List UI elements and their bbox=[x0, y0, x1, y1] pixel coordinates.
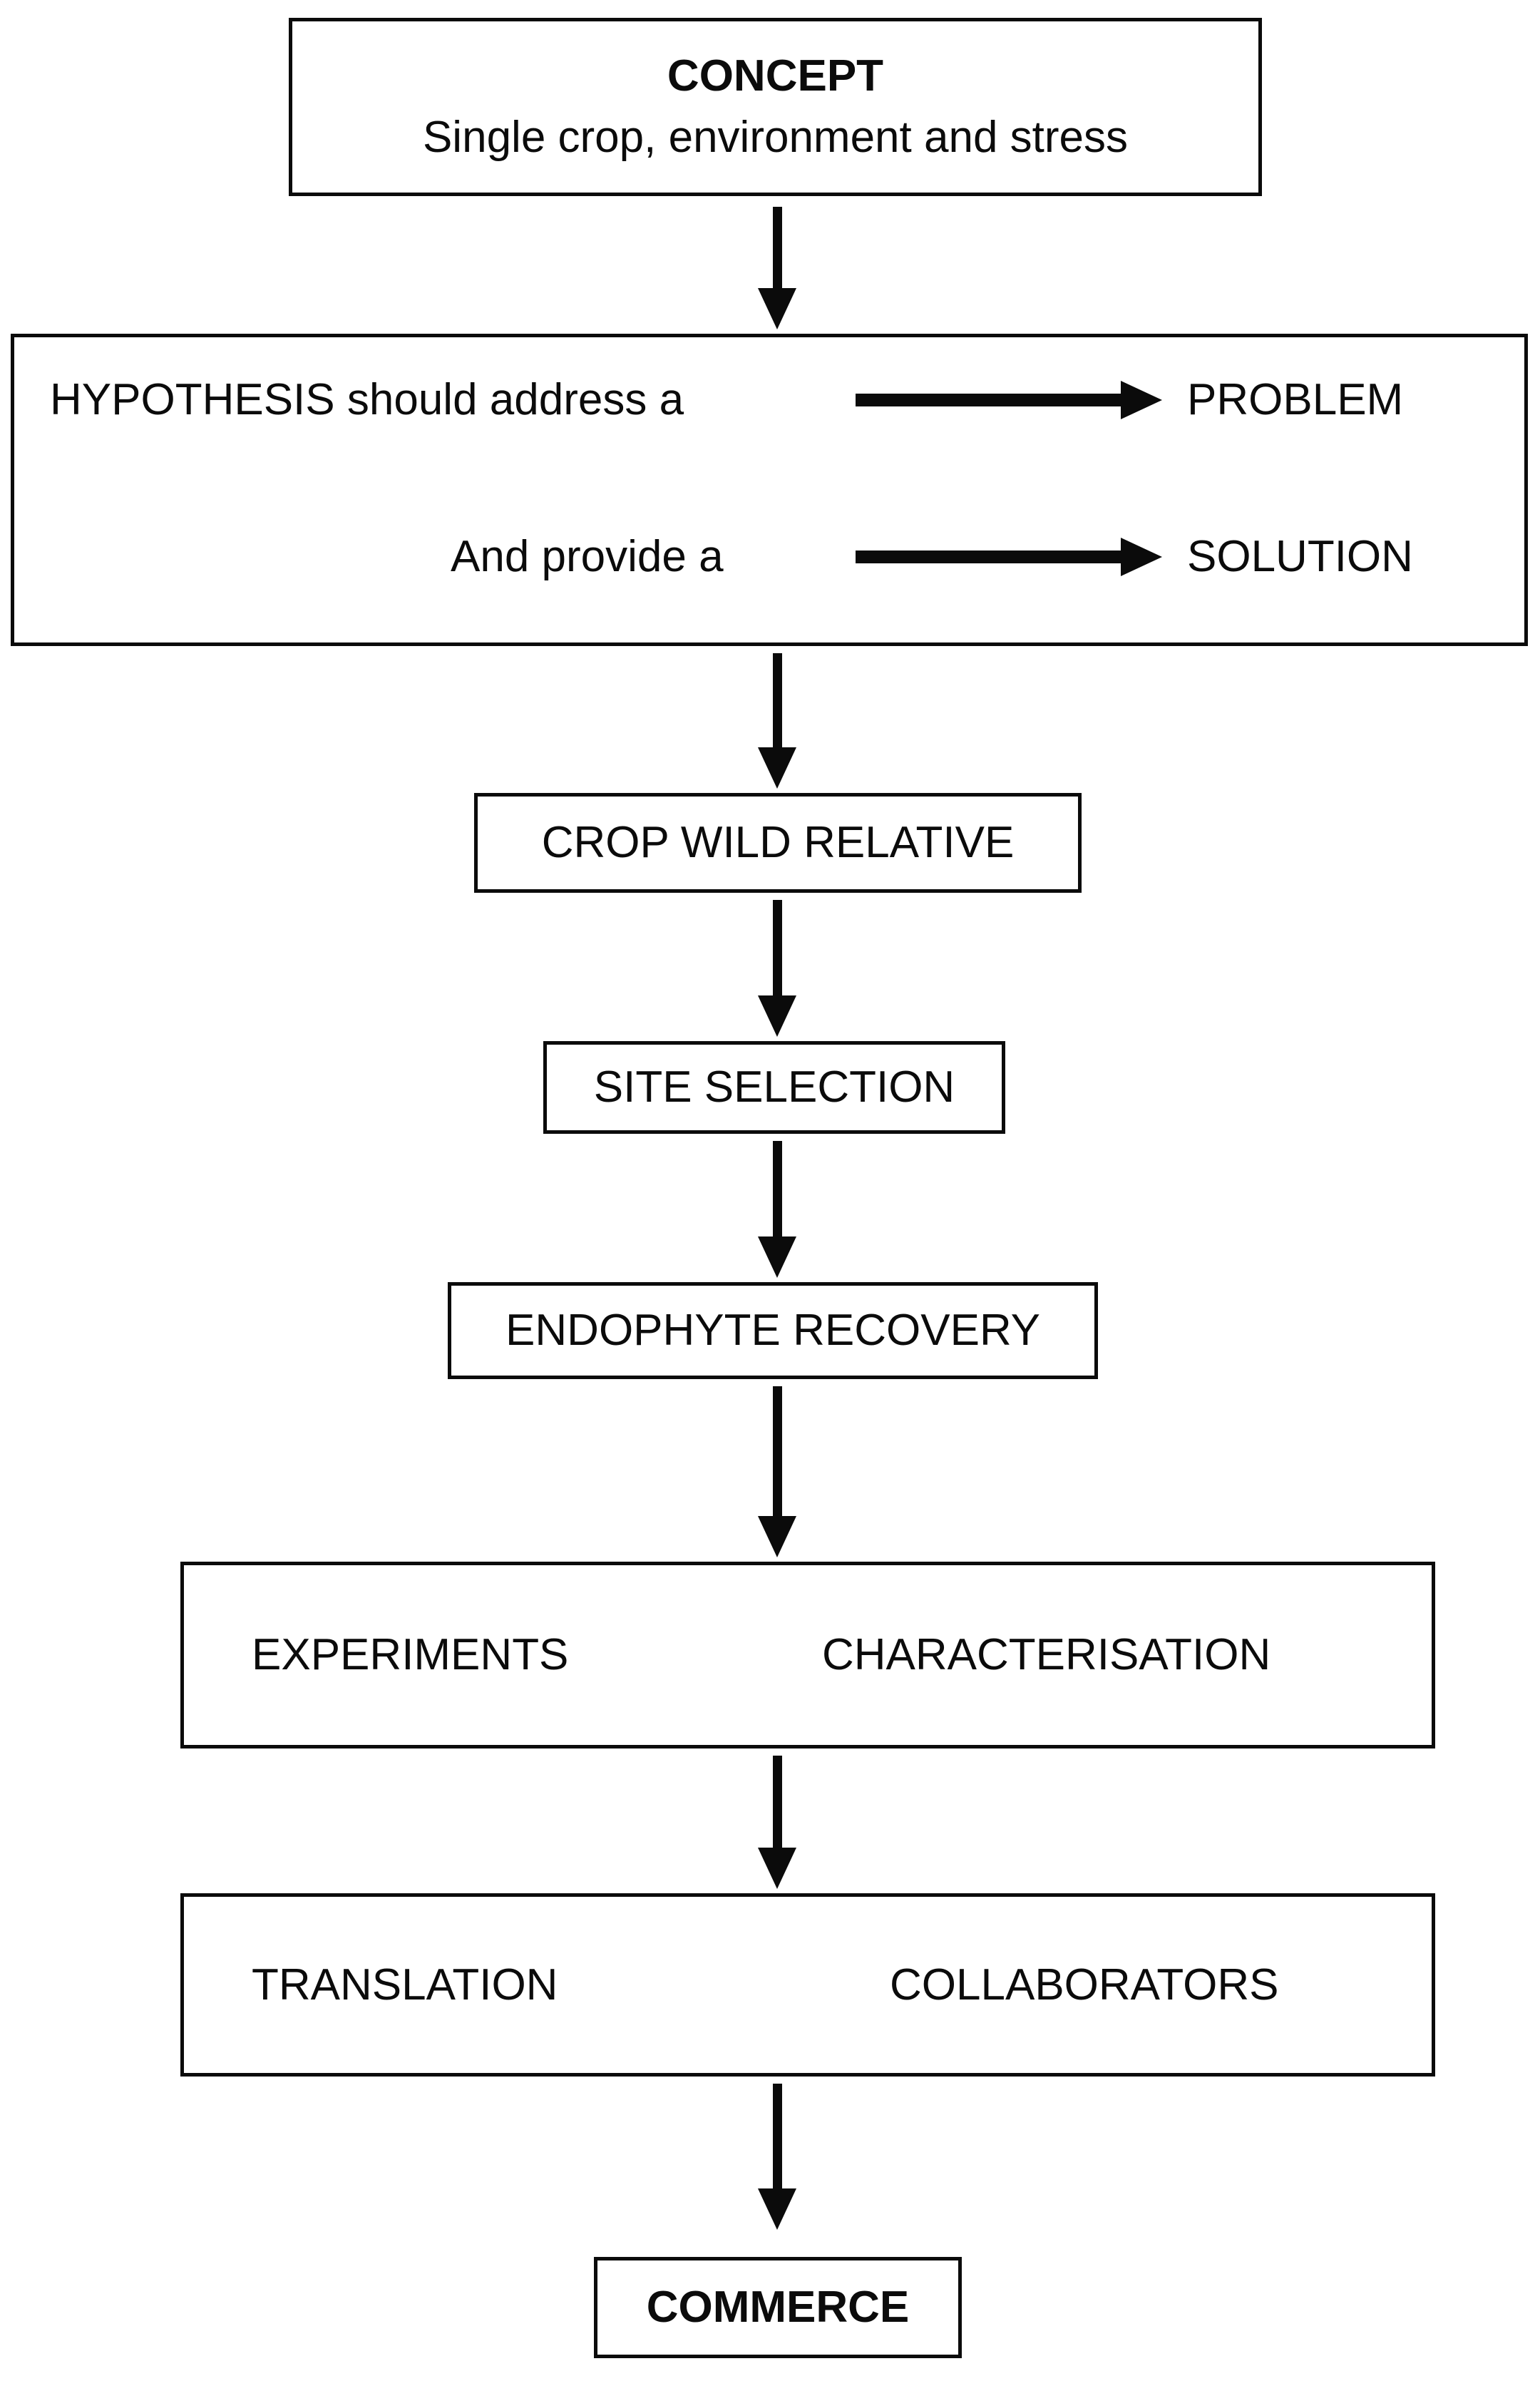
site-selection-label: SITE SELECTION bbox=[593, 1063, 955, 1112]
hypothesis-box: HYPOTHESIS should address a PROBLEM And … bbox=[11, 334, 1528, 646]
arrow-down-experiments-to-translation-icon bbox=[758, 1756, 796, 1889]
arrow-head bbox=[758, 2188, 796, 2230]
characterisation-label: CHARACTERISATION bbox=[822, 1630, 1271, 1679]
translation-collaborators-box: TRANSLATION COLLABORATORS bbox=[180, 1893, 1435, 2077]
arrow-stem bbox=[856, 551, 1121, 563]
concept-subtitle: Single crop, environment and stress bbox=[422, 113, 1129, 162]
hypothesis-row2-target: SOLUTION bbox=[1187, 532, 1413, 581]
arrow-head bbox=[758, 995, 796, 1037]
site-selection-box: SITE SELECTION bbox=[543, 1041, 1005, 1134]
concept-title: CONCEPT bbox=[667, 51, 884, 101]
experiments-label: EXPERIMENTS bbox=[252, 1630, 569, 1679]
arrow-down-concept-to-hypothesis-icon bbox=[758, 207, 796, 329]
hypothesis-row2-label: And provide a bbox=[451, 532, 724, 581]
arrow-head bbox=[1121, 538, 1162, 576]
arrow-head bbox=[758, 1848, 796, 1889]
arrow-down-crop-wild-relative-to-site-selection-icon bbox=[758, 900, 796, 1037]
hypothesis-row1-target: PROBLEM bbox=[1187, 375, 1404, 424]
arrow-head bbox=[758, 1236, 796, 1278]
experiments-characterisation-box: EXPERIMENTS CHARACTERISATION bbox=[180, 1562, 1435, 1748]
arrow-down-translation-to-commerce-icon bbox=[758, 2084, 796, 2230]
arrow-stem bbox=[772, 1756, 782, 1848]
arrow-stem bbox=[772, 900, 782, 995]
arrow-stem bbox=[772, 653, 782, 747]
arrow-stem bbox=[856, 394, 1121, 406]
arrow-stem bbox=[772, 1141, 782, 1236]
arrow-head bbox=[758, 747, 796, 789]
arrow-right-problem-icon bbox=[856, 379, 1162, 421]
arrow-right-solution-icon bbox=[856, 536, 1162, 578]
translation-label: TRANSLATION bbox=[252, 1960, 558, 2009]
crop-wild-relative-box: CROP WILD RELATIVE bbox=[474, 793, 1082, 893]
arrow-stem bbox=[772, 1386, 782, 1516]
hypothesis-row1-label: HYPOTHESIS should address a bbox=[50, 375, 684, 424]
arrow-head bbox=[1121, 381, 1162, 419]
crop-wild-relative-label: CROP WILD RELATIVE bbox=[541, 818, 1015, 867]
arrow-stem bbox=[772, 207, 782, 288]
endophyte-recovery-label: ENDOPHYTE RECOVERY bbox=[505, 1306, 1040, 1355]
endophyte-recovery-box: ENDOPHYTE RECOVERY bbox=[448, 1282, 1098, 1379]
arrow-head bbox=[758, 288, 796, 329]
collaborators-label: COLLABORATORS bbox=[890, 1960, 1279, 2009]
commerce-box: COMMERCE bbox=[594, 2257, 962, 2358]
commerce-label: COMMERCE bbox=[646, 2283, 910, 2332]
arrow-down-hypothesis-to-crop-wild-relative-icon bbox=[758, 653, 796, 789]
arrow-head bbox=[758, 1516, 796, 1557]
arrow-down-site-selection-to-endophyte-recovery-icon bbox=[758, 1141, 796, 1278]
arrow-down-endophyte-recovery-to-experiments-icon bbox=[758, 1386, 796, 1557]
concept-box: CONCEPT Single crop, environment and str… bbox=[289, 18, 1262, 196]
arrow-stem bbox=[772, 2084, 782, 2188]
